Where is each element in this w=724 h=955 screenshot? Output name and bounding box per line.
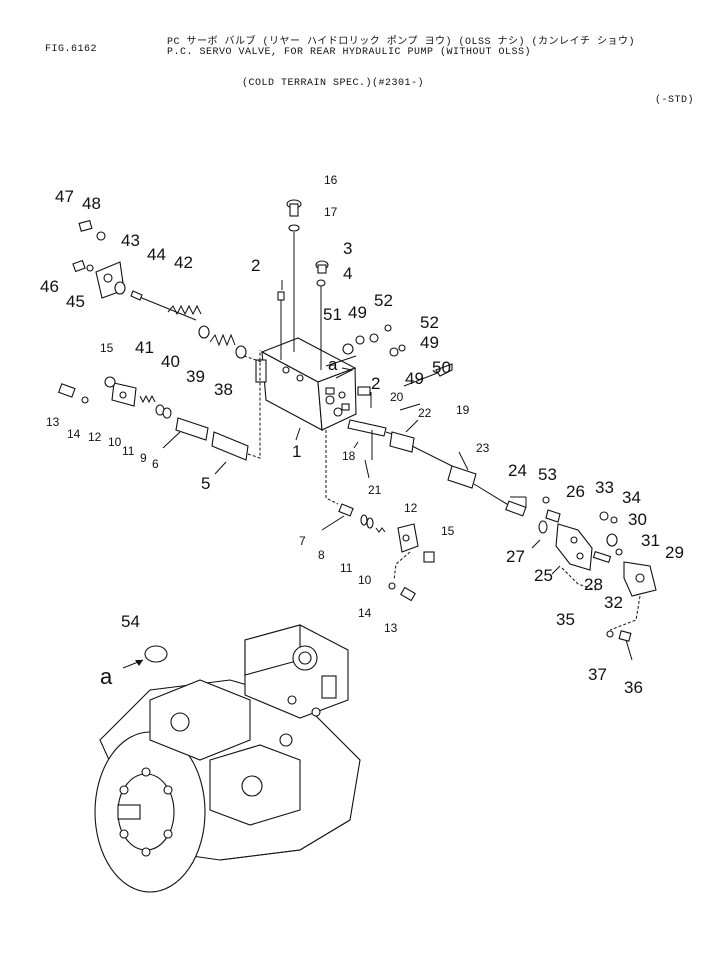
callout-45: 45 bbox=[66, 292, 85, 311]
view-marker-a-pump: a bbox=[100, 664, 113, 689]
callout-2: 2 bbox=[251, 256, 260, 275]
std-label: (-STD) bbox=[655, 95, 695, 106]
callout-49b: 49 bbox=[420, 333, 439, 352]
right-shaft-assembly bbox=[347, 363, 511, 507]
callout-11: 11 bbox=[122, 444, 135, 458]
callout-18: 18 bbox=[342, 449, 356, 463]
callout-47: 47 bbox=[55, 187, 74, 206]
view-arrow-head bbox=[135, 660, 143, 666]
callout-3: 3 bbox=[343, 239, 352, 258]
callout-36: 36 bbox=[624, 678, 643, 697]
callout-13b: 13 bbox=[384, 621, 398, 635]
callout-42: 42 bbox=[174, 253, 193, 272]
callout-27: 27 bbox=[506, 547, 525, 566]
title-japanese: PC サーボ バルブ (リヤー ハイドロリック ポンプ ヨウ) (OLSS ナシ… bbox=[167, 37, 636, 48]
o-ring-icon bbox=[144, 645, 168, 663]
callout-54: 54 bbox=[121, 612, 140, 631]
callout-1: 1 bbox=[292, 442, 301, 461]
callout-48: 48 bbox=[82, 194, 101, 213]
callout-23: 23 bbox=[476, 441, 490, 455]
callout-12: 12 bbox=[88, 430, 102, 444]
callout-49c: 49 bbox=[405, 369, 424, 388]
lower-left-assembly bbox=[58, 350, 261, 461]
callout-12b: 12 bbox=[404, 501, 418, 515]
lower-middle-assembly bbox=[325, 430, 435, 602]
callout-28: 28 bbox=[584, 575, 603, 594]
view-marker-a: a bbox=[328, 355, 338, 374]
pump-assembly-icon bbox=[94, 624, 361, 893]
callout-20: 20 bbox=[390, 390, 404, 404]
callout-10b: 10 bbox=[358, 573, 372, 587]
callout-39: 39 bbox=[186, 367, 205, 386]
callout-50: 50 bbox=[432, 358, 451, 377]
callout-53: 53 bbox=[538, 465, 557, 484]
valve-body-icon bbox=[255, 337, 357, 431]
callout-11b: 11 bbox=[340, 561, 353, 575]
callout-17: 17 bbox=[324, 205, 338, 219]
callout-21: 21 bbox=[368, 483, 382, 497]
callout-26: 26 bbox=[566, 482, 585, 501]
callout-44: 44 bbox=[147, 245, 166, 264]
callout-25: 25 bbox=[534, 566, 553, 585]
callout-37: 37 bbox=[588, 665, 607, 684]
callout-14b: 14 bbox=[358, 606, 372, 620]
callout-24: 24 bbox=[508, 461, 527, 480]
callout-9: 9 bbox=[140, 451, 147, 465]
callout-35: 35 bbox=[556, 610, 575, 629]
callout-22: 22 bbox=[418, 406, 432, 420]
callout-33: 33 bbox=[595, 478, 614, 497]
callout-13: 13 bbox=[46, 415, 60, 429]
left-spool-assembly bbox=[72, 219, 263, 363]
callout-46: 46 bbox=[40, 277, 59, 296]
callout-15b: 15 bbox=[441, 524, 455, 538]
callout-34: 34 bbox=[622, 488, 641, 507]
callout-15: 15 bbox=[100, 341, 114, 355]
callout-2b: 2 bbox=[371, 374, 380, 393]
callout-41: 41 bbox=[135, 338, 154, 357]
callout-8: 8 bbox=[318, 548, 325, 562]
callout-31: 31 bbox=[641, 531, 660, 550]
figure-number: FIG.6162 bbox=[45, 44, 98, 55]
callout-4: 4 bbox=[343, 264, 352, 283]
top-fittings bbox=[277, 199, 329, 370]
leader-lines bbox=[162, 280, 561, 575]
callout-10: 10 bbox=[108, 435, 122, 449]
callout-19: 19 bbox=[456, 403, 470, 417]
callout-7: 7 bbox=[299, 534, 306, 548]
callout-16: 16 bbox=[324, 173, 338, 187]
callout-51: 51 bbox=[323, 305, 342, 324]
callout-32: 32 bbox=[604, 593, 623, 612]
page-title: P.C. SERVO VALVE, FOR REAR HYDRAULIC PUM… bbox=[167, 47, 532, 58]
plug-set bbox=[325, 324, 406, 379]
callout-30: 30 bbox=[628, 510, 647, 529]
callout-6: 6 bbox=[152, 457, 159, 471]
callout-14: 14 bbox=[67, 427, 81, 441]
callout-52: 52 bbox=[374, 291, 393, 310]
callout-52b: 52 bbox=[420, 313, 439, 332]
callout-40: 40 bbox=[161, 352, 180, 371]
callout-labels: 1 2 2 3 4 5 6 7 8 9 10 10 11 11 12 12 13… bbox=[40, 173, 684, 697]
right-valve-block bbox=[505, 496, 657, 661]
callout-29: 29 bbox=[665, 543, 684, 562]
callout-43: 43 bbox=[121, 231, 140, 250]
callout-49: 49 bbox=[348, 303, 367, 322]
callout-38: 38 bbox=[214, 380, 233, 399]
callout-5: 5 bbox=[201, 474, 210, 493]
subtitle: (COLD TERRAIN SPEC.)(#2301-) bbox=[242, 78, 425, 89]
